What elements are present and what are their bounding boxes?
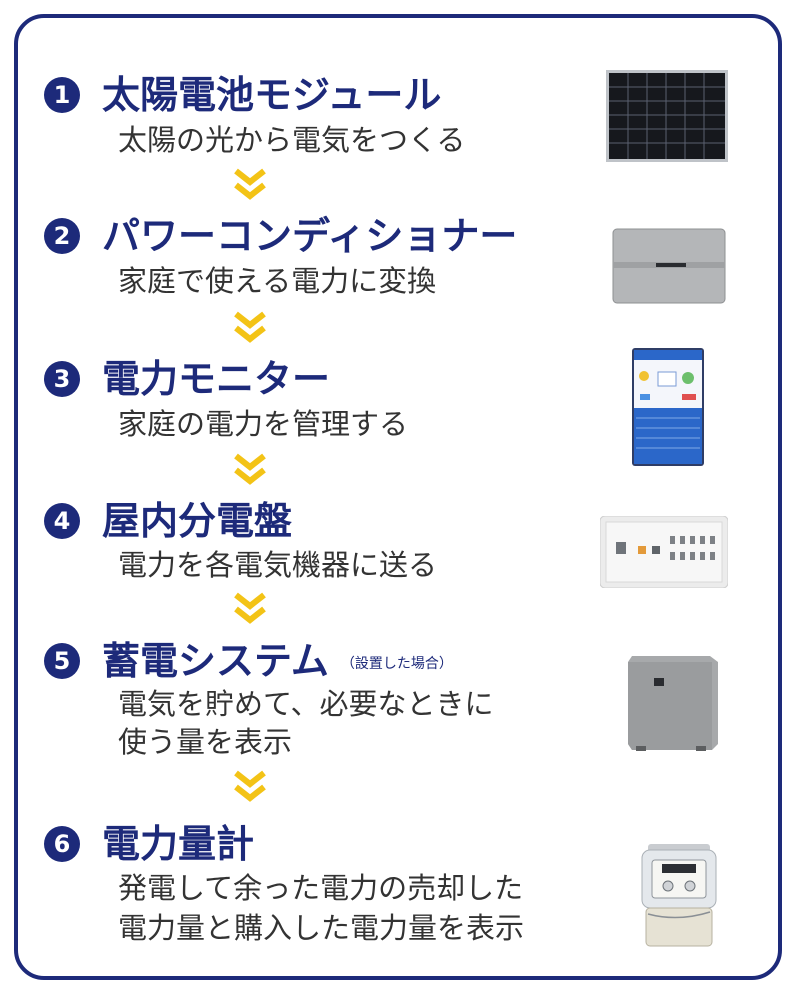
step-2-number: 2 — [44, 218, 80, 254]
step-5-description-line-1: 電気を貯めて、必要なときに — [118, 687, 494, 721]
tablet-monitor-icon — [632, 348, 704, 466]
step-6-description-line-1: 発電して余った電力の売却した — [118, 871, 524, 905]
power-meter-icon — [641, 844, 717, 947]
step-6-number: 6 — [44, 826, 80, 862]
power-conditioner-icon — [612, 228, 726, 304]
step-3-title: 電力モニター — [102, 357, 331, 401]
storage-battery-icon — [628, 656, 718, 751]
step-5-title: 蓄電システム （設置した場合） — [102, 637, 453, 688]
step-5-note: （設置した場合） — [340, 655, 453, 672]
step-5-title-text: 蓄電システム — [102, 639, 329, 683]
step-2-title: パワーコンディショナー — [102, 214, 518, 258]
step-5-number: 5 — [44, 643, 80, 679]
step-1-description: 太陽の光から電気をつくる — [118, 123, 466, 157]
solar-panel-icon — [606, 70, 728, 162]
step-1-number: 1 — [44, 77, 80, 113]
step-4-number: 4 — [44, 503, 80, 539]
down-arrow-icon — [234, 311, 266, 343]
step-4-description: 電力を各電気機器に送る — [118, 548, 438, 582]
down-arrow-icon — [234, 168, 266, 200]
step-3-description: 家庭の電力を管理する — [118, 407, 409, 441]
distribution-board-icon — [600, 516, 728, 588]
diagram-frame — [14, 14, 782, 980]
step-6-title: 電力量計 — [102, 822, 255, 866]
step-1-title: 太陽電池モジュール — [102, 73, 442, 117]
down-arrow-icon — [234, 592, 266, 624]
step-4-title: 屋内分電盤 — [102, 499, 293, 543]
down-arrow-icon — [234, 453, 266, 485]
step-3-number: 3 — [44, 361, 80, 397]
step-5-description-line-2: 使う量を表示 — [118, 725, 293, 759]
down-arrow-icon — [234, 770, 266, 802]
step-2-description: 家庭で使える電力に変換 — [118, 264, 437, 298]
step-6-description-line-2: 電力量と購入した電力量を表示 — [118, 911, 525, 945]
